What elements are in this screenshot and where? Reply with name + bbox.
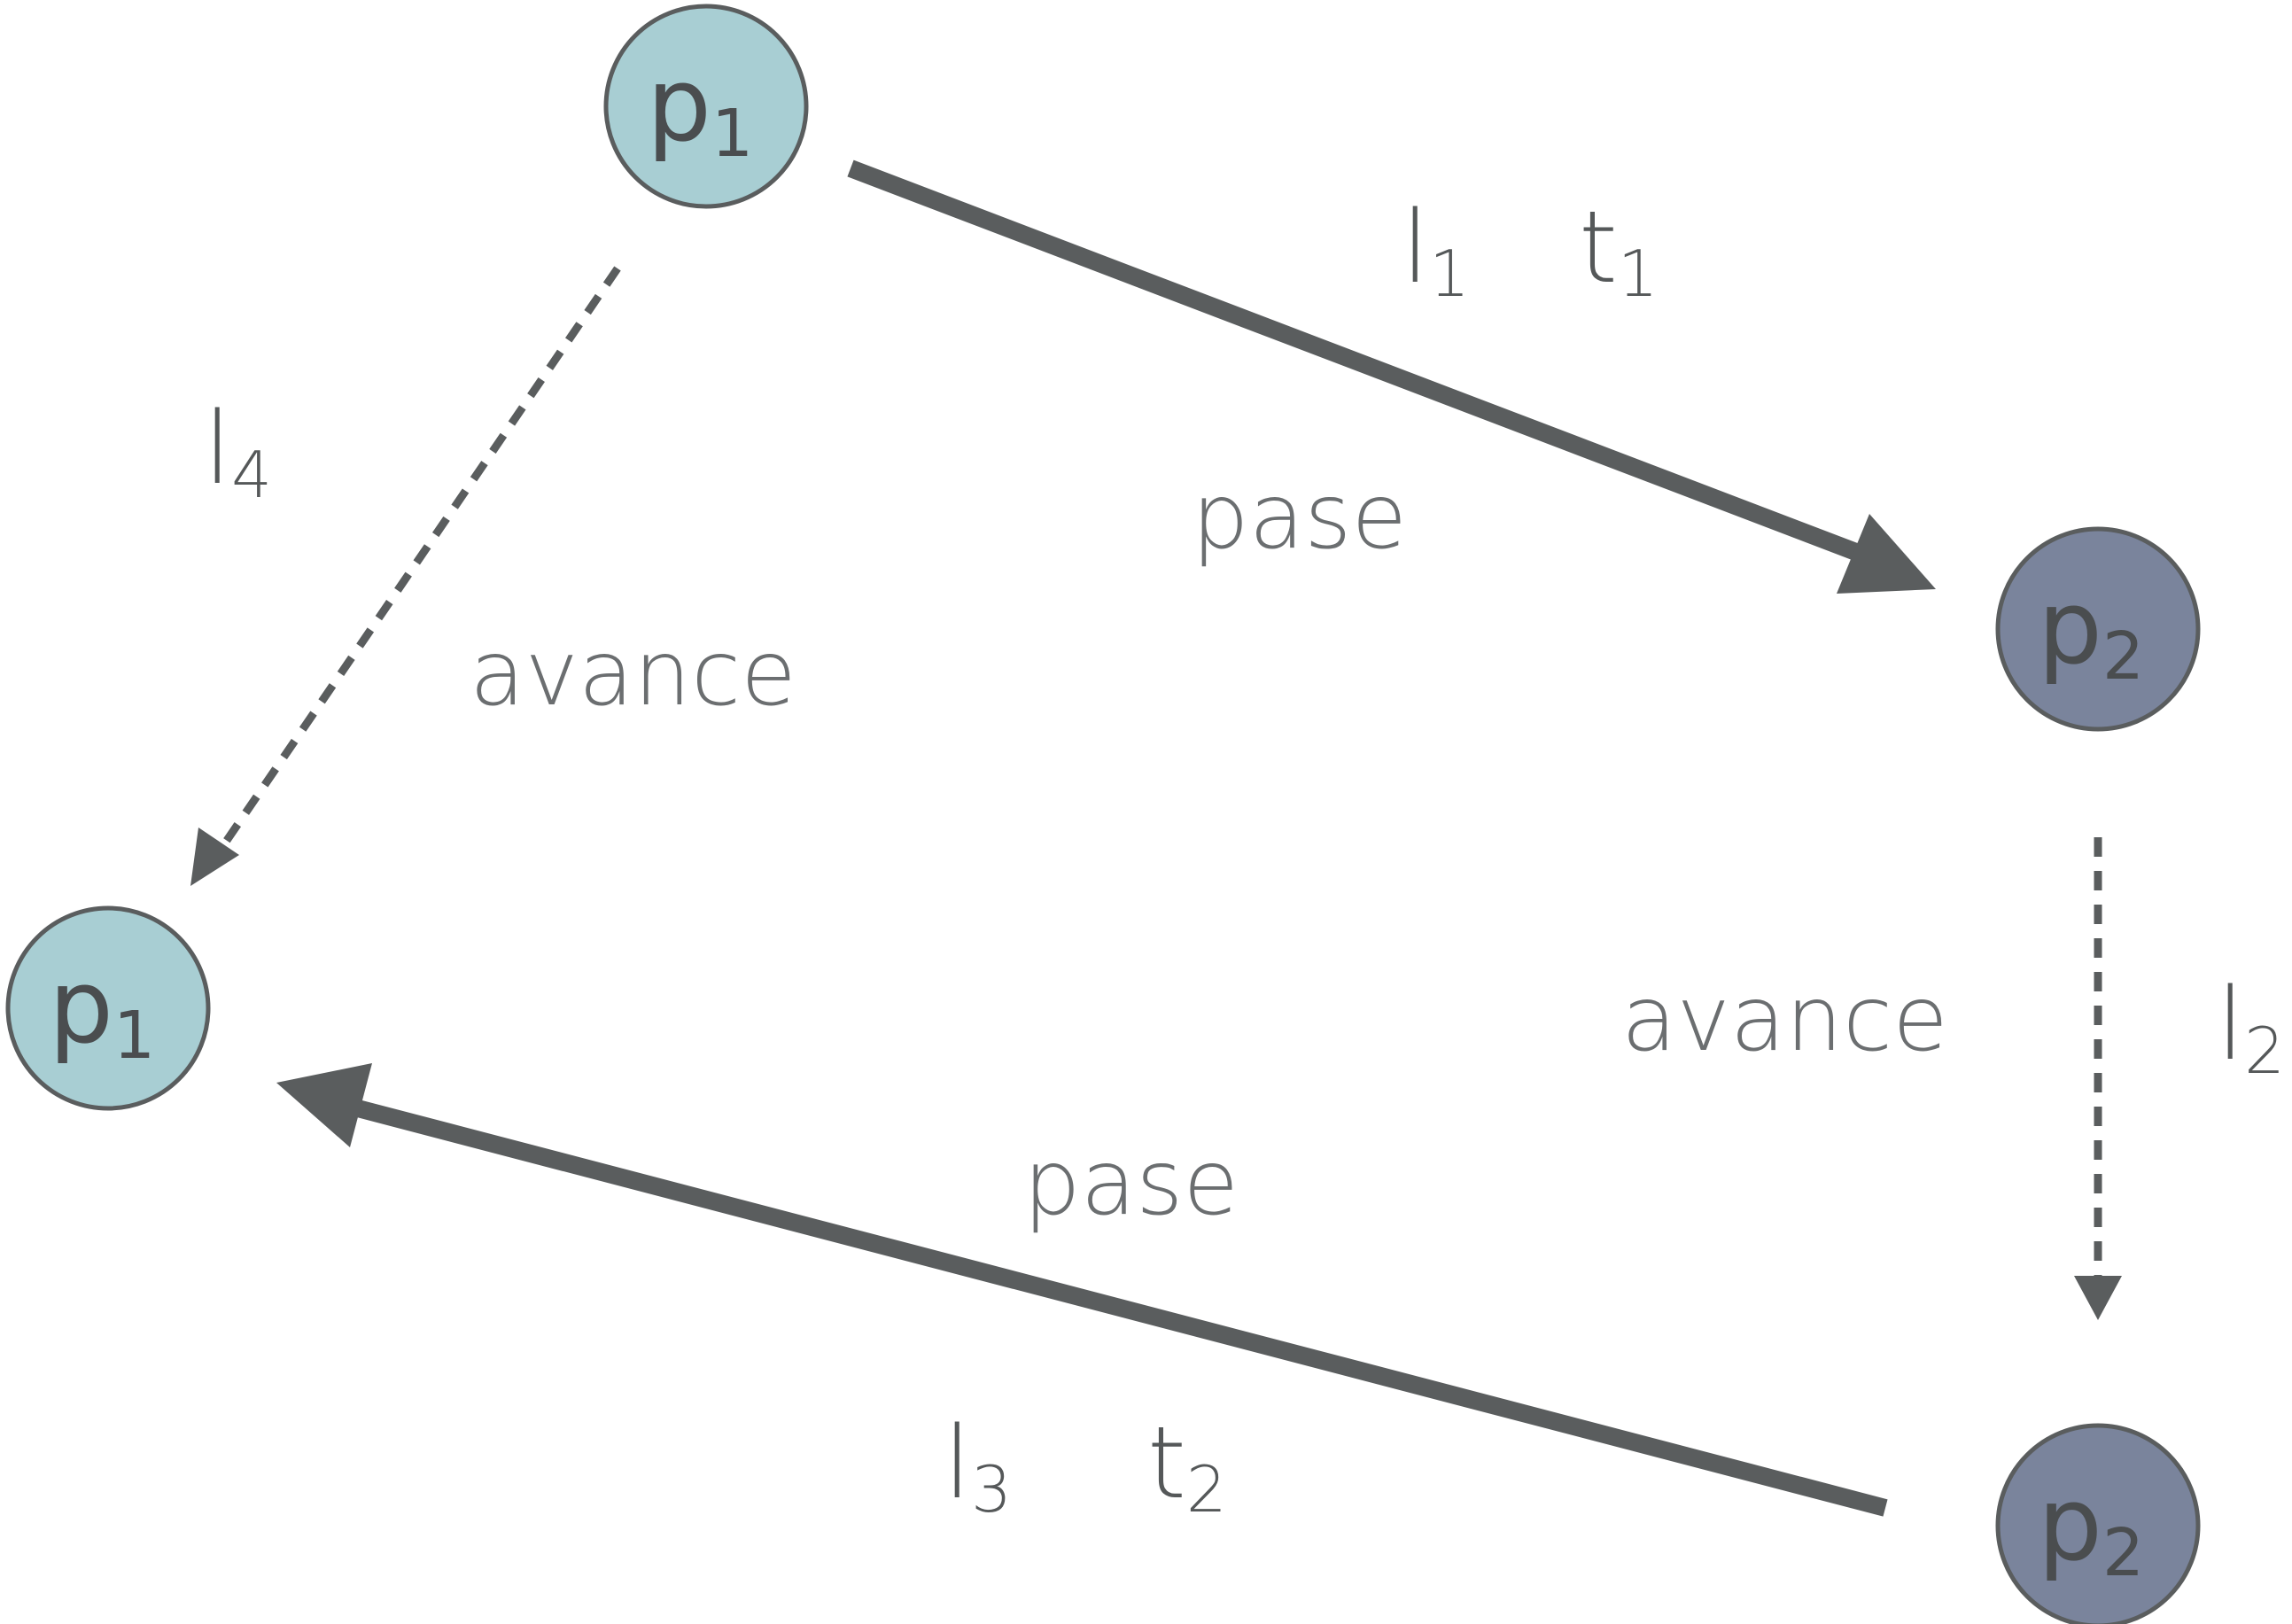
edge-time-label: t1 (1579, 190, 1659, 311)
node-label: p2 (2038, 1465, 2144, 1591)
edge-level-label: l3 (944, 1406, 1012, 1527)
node-label: p1 (647, 46, 753, 172)
edge-level-label: l4 (204, 392, 272, 512)
node-label: p1 (49, 948, 155, 1074)
node-top-p1: p1 (603, 4, 809, 209)
edge-level-label: l1 (1402, 190, 1470, 311)
edge-action-label: pase (1192, 464, 1407, 570)
edge-level-label: l2 (2217, 967, 2285, 1088)
arrowhead-icon (190, 828, 239, 886)
edge-bottom-to-left (276, 1063, 1888, 1517)
edge-top-to-right (847, 159, 1936, 594)
node-bottom-p2: p2 (1995, 1423, 2201, 1624)
arrowhead-icon (1837, 514, 1936, 594)
arrowhead-icon (2074, 1276, 2122, 1320)
arrowhead-icon (276, 1063, 372, 1147)
edge-action-label: avance (1621, 967, 1948, 1072)
node-label: p2 (2038, 569, 2144, 695)
node-left-p1: p1 (5, 905, 211, 1111)
edge-top-to-left (190, 266, 621, 886)
edge-right-down (2074, 837, 2122, 1320)
edge-action-label: avance (470, 621, 796, 727)
edge-action-label: pase (1023, 1131, 1239, 1236)
node-right-p2: p2 (1995, 526, 2201, 732)
edge-time-label: t2 (1147, 1406, 1227, 1527)
